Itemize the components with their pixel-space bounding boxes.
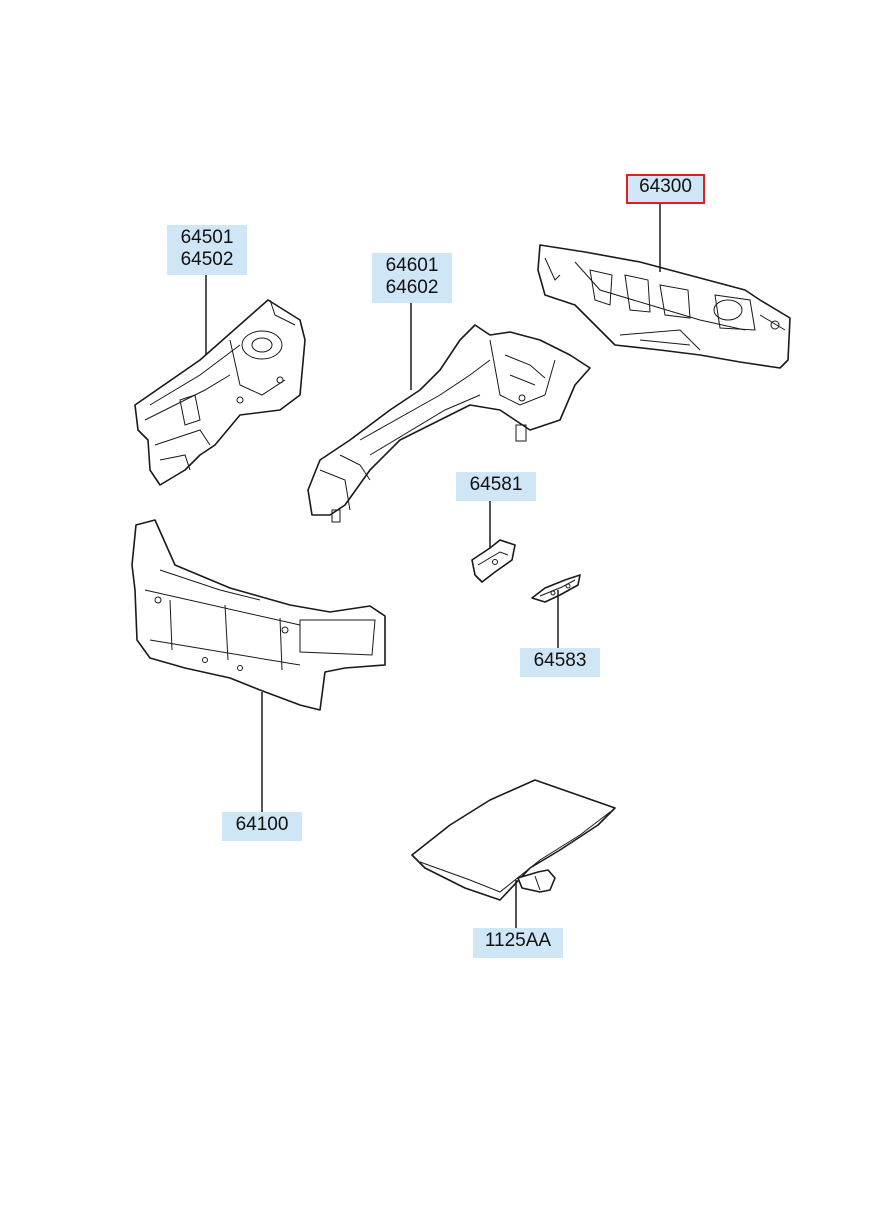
part-number: 64601 xyxy=(385,255,439,276)
part-label-1125AA[interactable]: 1125AA xyxy=(473,928,563,958)
insulator-pad-part[interactable] xyxy=(411,779,616,901)
part-label-64581[interactable]: 64581 xyxy=(456,472,536,501)
part-number: 64100 xyxy=(235,814,289,835)
part-label-64583[interactable]: 64583 xyxy=(520,648,600,677)
part-number: 64602 xyxy=(385,277,439,298)
part-number: 64502 xyxy=(180,249,234,270)
side-member-panel-part[interactable] xyxy=(134,299,306,486)
front-panel-part[interactable] xyxy=(131,519,386,711)
bracket-64583-part[interactable] xyxy=(531,574,581,603)
part-number: 64581 xyxy=(469,474,523,495)
part-number: 64583 xyxy=(533,650,587,671)
bracket-64581-part[interactable] xyxy=(471,539,516,583)
part-label-64601-64602[interactable]: 64601 64602 xyxy=(372,253,452,303)
part-label-64300[interactable]: 64300 xyxy=(626,174,705,204)
side-member-part[interactable] xyxy=(307,324,591,523)
part-number: 64501 xyxy=(180,227,234,248)
part-number: 1125AA xyxy=(484,930,552,951)
part-label-64100[interactable]: 64100 xyxy=(222,812,302,841)
part-number: 64300 xyxy=(639,176,692,197)
dash-panel-part[interactable] xyxy=(537,244,791,369)
part-label-64501-64502[interactable]: 64501 64502 xyxy=(167,225,247,275)
